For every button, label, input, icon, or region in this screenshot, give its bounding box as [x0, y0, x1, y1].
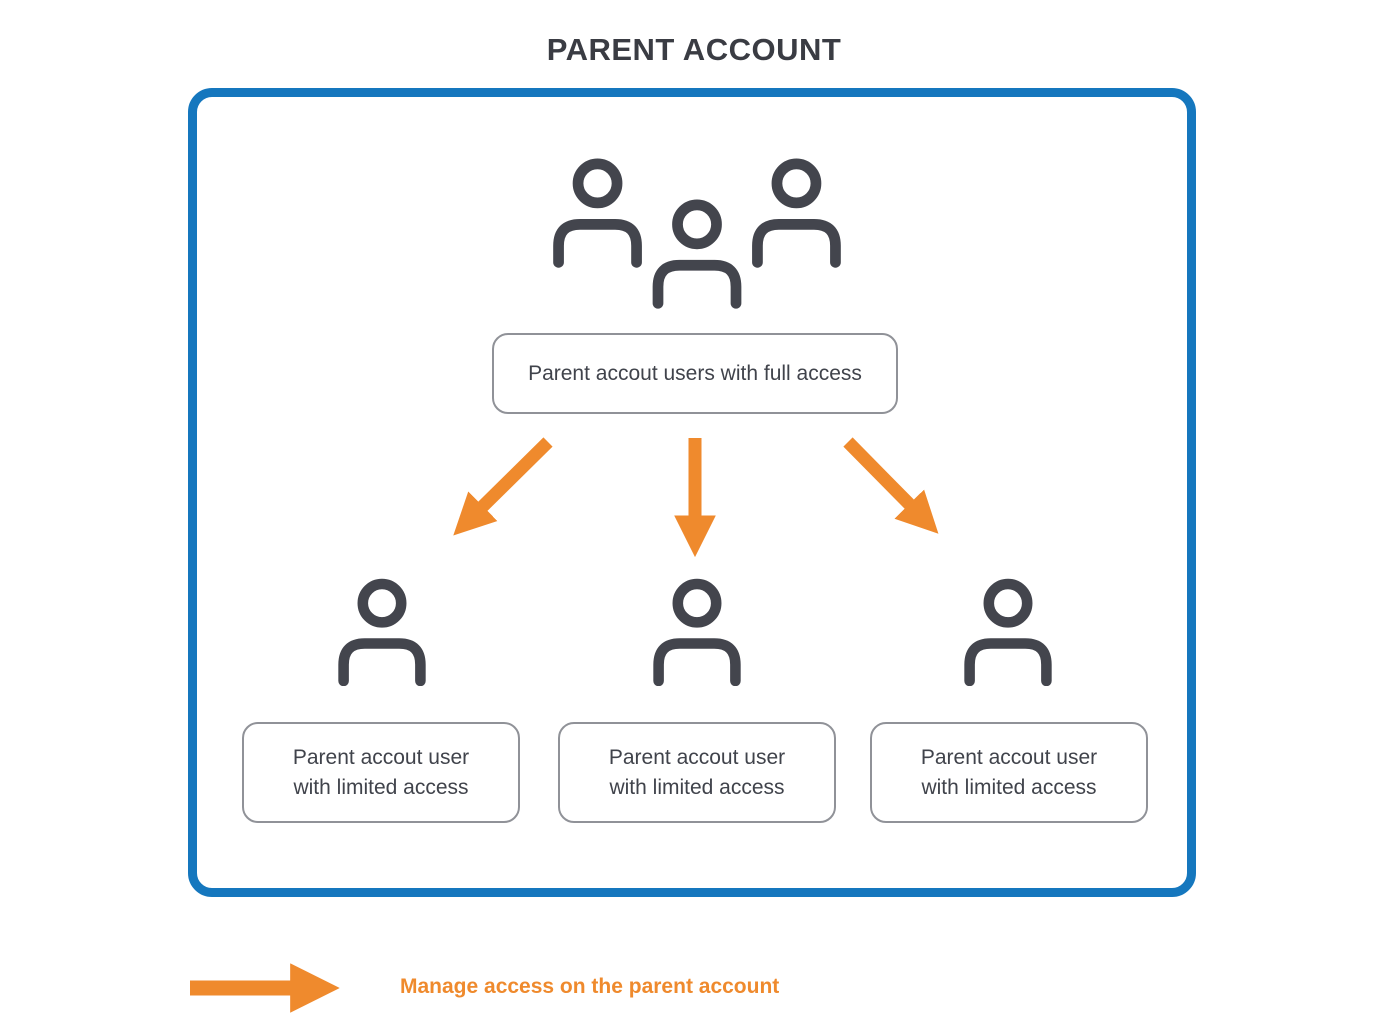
limited-access-label-box: Parent accout user with limited access [242, 722, 520, 823]
user-icon [334, 578, 430, 686]
limited-access-label-line1: Parent accout user [608, 746, 786, 770]
user-icon [649, 578, 745, 686]
limited-access-label-line2: with limited access [921, 775, 1097, 799]
limited-access-label-line2: with limited access [293, 775, 469, 799]
full-access-label: Parent accout users with full access [528, 361, 862, 385]
limited-access-label-box: Parent accout user with limited access [558, 722, 836, 823]
full-access-label-box: Parent accout users with full access [492, 333, 898, 414]
legend-label: Manage access on the parent account [400, 975, 780, 998]
user-icon [960, 578, 1056, 686]
page-title: PARENT ACCOUNT [546, 32, 842, 67]
limited-access-label-line2: with limited access [609, 775, 785, 799]
limited-access-label-line1: Parent accout user [292, 746, 470, 770]
users-group-icon [541, 158, 853, 316]
limited-access-label-line1: Parent accout user [920, 746, 1098, 770]
limited-access-label-box: Parent accout user with limited access [870, 722, 1148, 823]
